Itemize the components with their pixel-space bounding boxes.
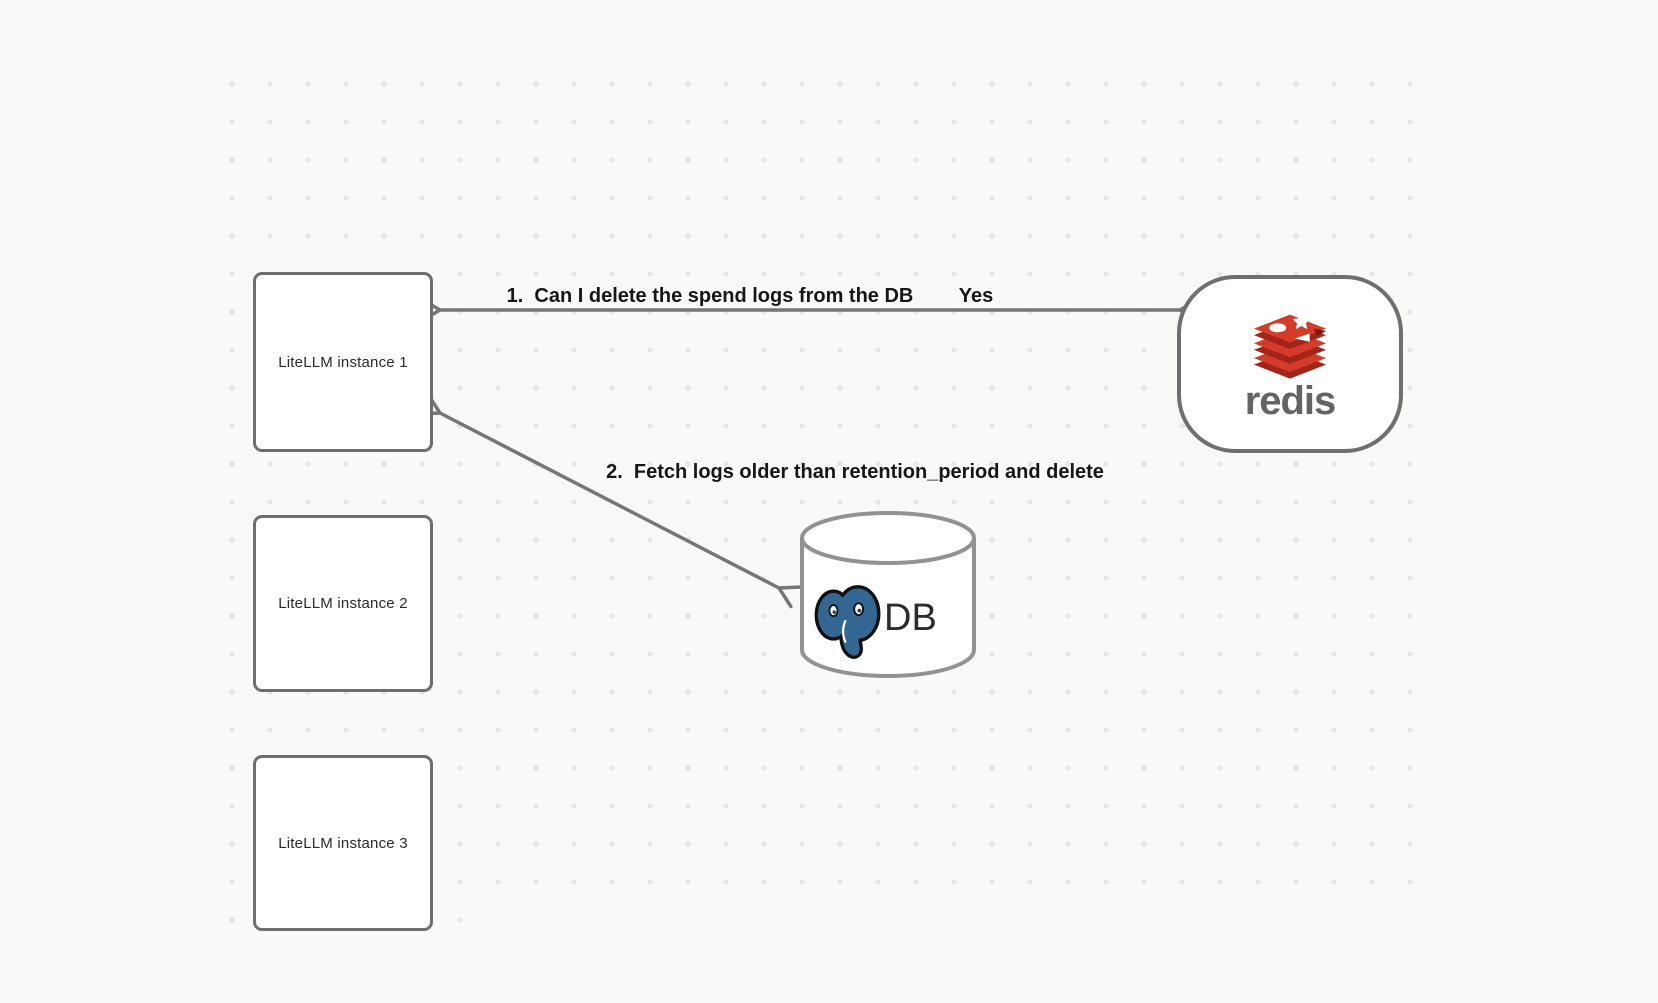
redis-logo-icon: [1253, 313, 1327, 379]
node-litellm-instance-3-label: LiteLLM instance 3: [278, 834, 408, 852]
node-litellm-instance-2-label: LiteLLM instance 2: [278, 595, 408, 612]
postgresql-logo-icon: [814, 585, 881, 659]
arrow-1-reply-label: Yes: [958, 285, 994, 307]
node-redis: redis: [1177, 275, 1403, 453]
node-litellm-instance-3: LiteLLM instance 3: [253, 755, 433, 931]
node-litellm-instance-1: LiteLLM instance 1: [253, 272, 433, 452]
node-litellm-instance-1-label: LiteLLM instance 1: [278, 353, 408, 371]
redis-wordmark: redis: [1244, 379, 1337, 423]
node-litellm-instance-2: LiteLLM instance 2: [253, 515, 433, 692]
arrow-1-label: 1. Can I delete the spend logs from the …: [506, 285, 914, 307]
db-node-label: DB: [884, 597, 937, 639]
arrow-2-label: 2. Fetch logs older than retention_perio…: [606, 461, 1104, 483]
